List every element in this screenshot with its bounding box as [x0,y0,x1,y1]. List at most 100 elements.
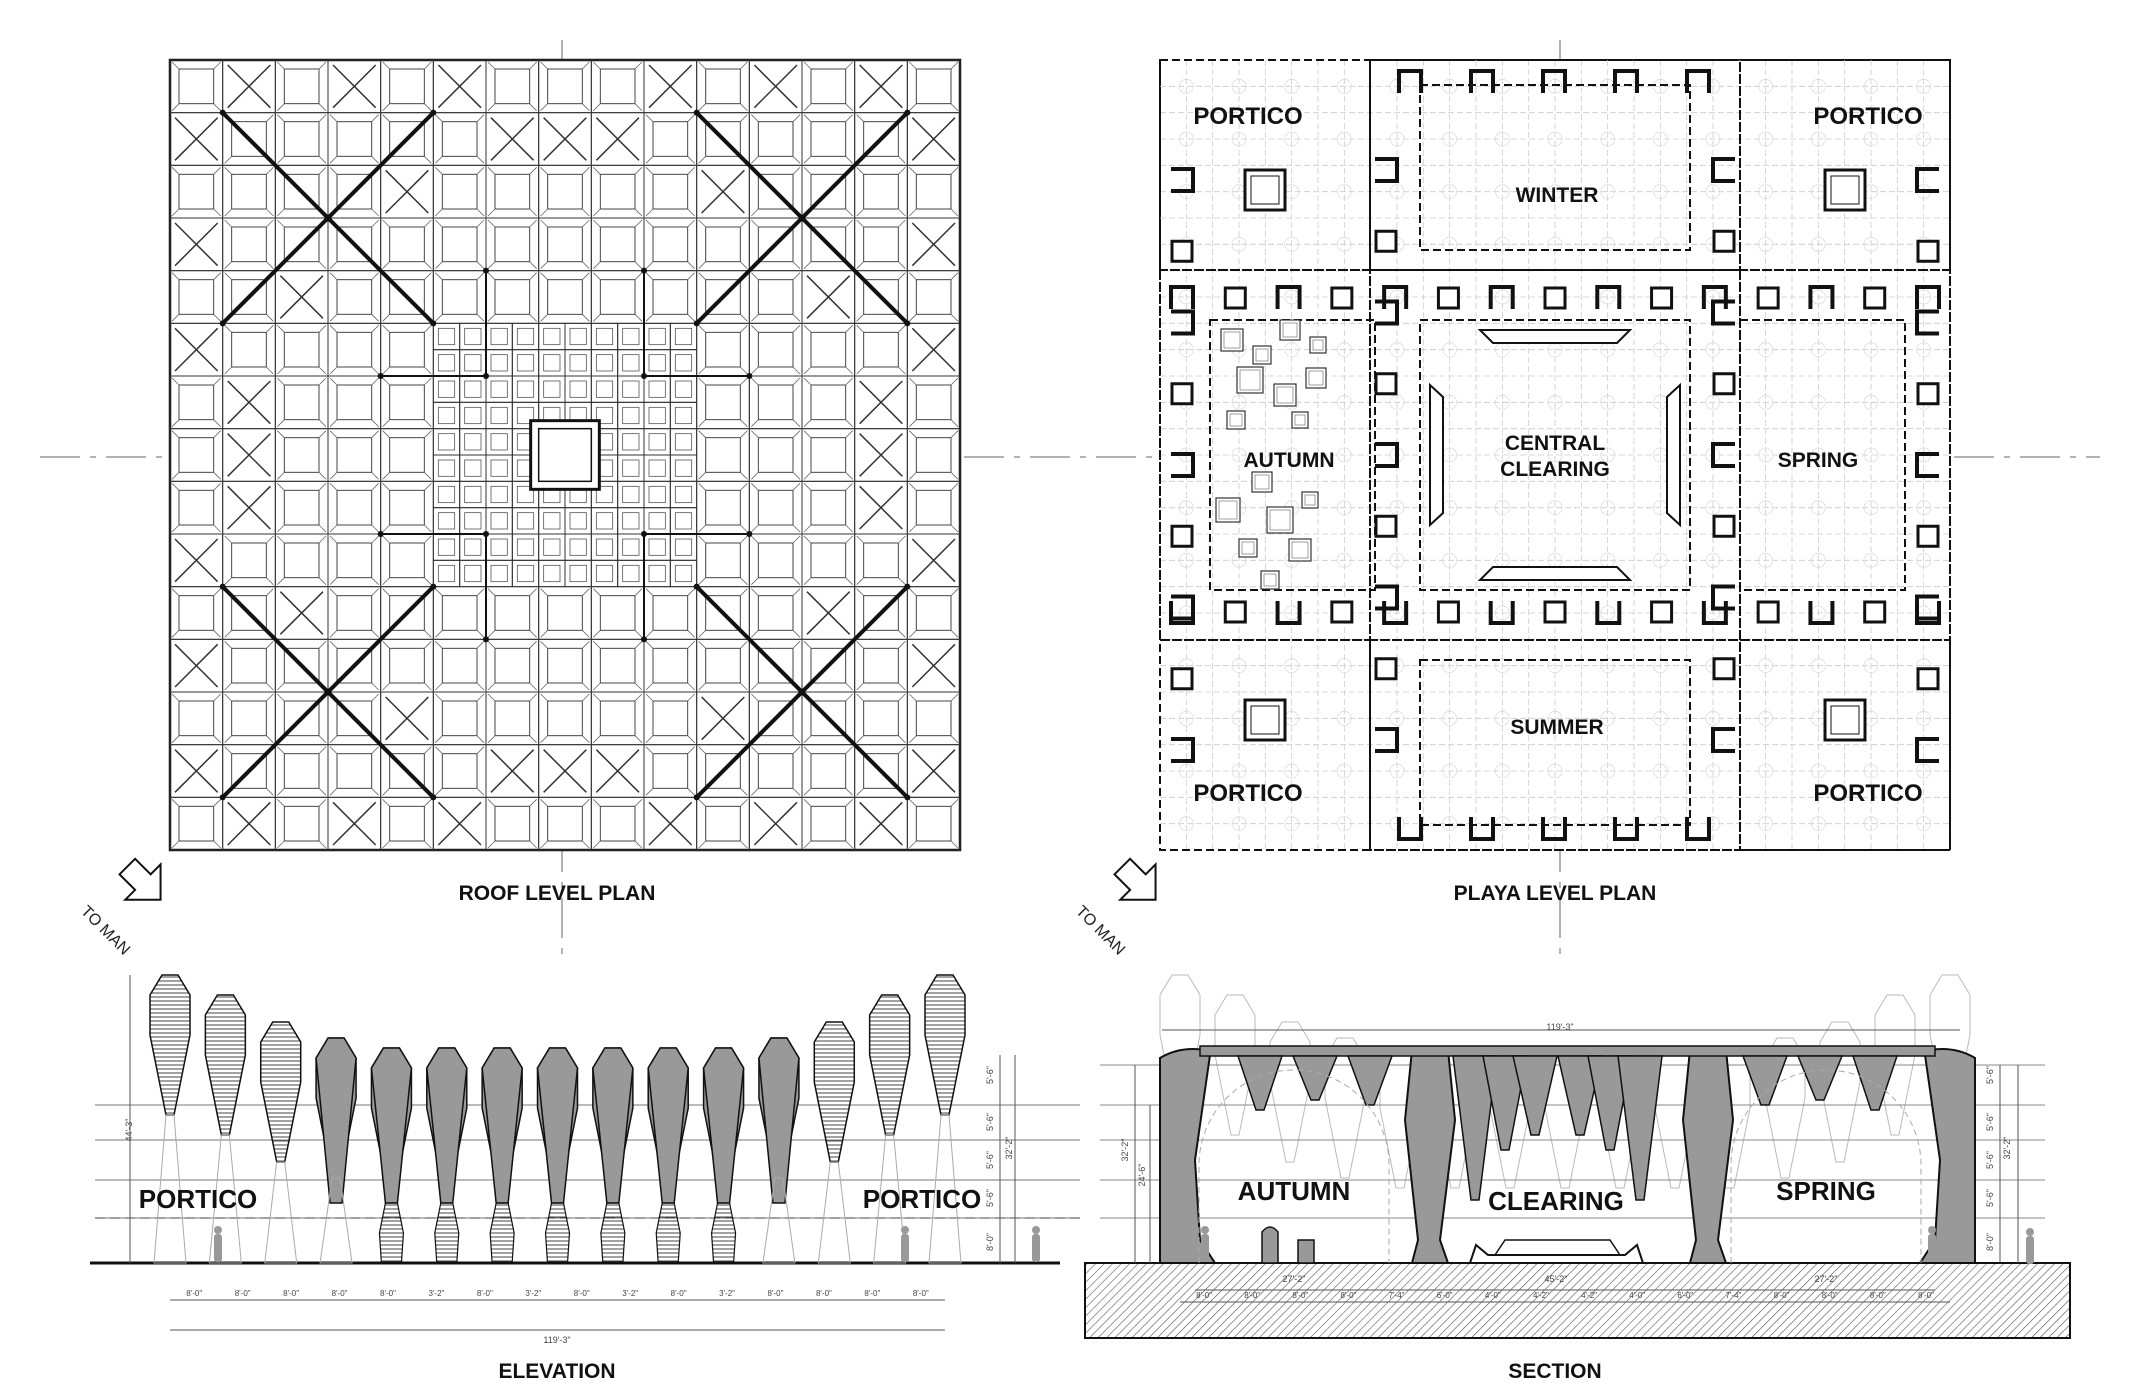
elevation-column-ghost [817,1161,851,1264]
roof-cell-bevel [645,114,654,122]
roof-center-cell-inner [464,327,482,346]
roof-cell-bevel [371,325,379,333]
section-bay-dim-text: 8'-0" [1244,1291,1260,1300]
elevation-bay-dim-text: 8'-0" [768,1289,784,1298]
roof-cell-bevel [529,219,537,228]
autumn-block-inner [1263,573,1277,587]
roof-cell-bevel [582,641,590,649]
roof-node [219,583,226,590]
roof-center-cell-inner [464,512,482,530]
roof-cell-bevel [856,114,864,122]
u-column-shape [1541,817,1567,841]
roof-cell-cross-b [595,117,640,161]
playa-column-marker [1171,452,1195,478]
roof-cell-bevel [898,746,906,754]
roof-cell-bevel [213,472,221,480]
section-hanging-cone [1346,1055,1394,1106]
roof-center-cell-inner [464,433,482,451]
autumn-block-inner [1282,322,1298,338]
roof-cell-bevel [645,314,654,322]
roof-cell-bevel [634,103,643,111]
roof-cell-inner [863,647,899,684]
roof-cell-bevel [371,430,379,438]
roof-cell-bevel [487,314,496,322]
playa-column-marker [1701,601,1728,625]
playa-column-marker [1375,584,1399,611]
roof-cell-bevel [424,430,432,438]
u-column-shape [1595,601,1622,625]
roof-center-cell-inner [622,459,640,477]
playa-grid-node [1810,763,1826,779]
roof-cell-bevel [792,641,801,649]
playa-grid-node [1442,184,1458,200]
section-ghost-column [1819,1021,1861,1163]
u-column-shape [1169,285,1195,309]
roof-cell-inner [441,753,478,789]
roof-cell-inner [441,226,478,263]
roof-cell-bevel [213,103,221,111]
roof-center-cell-inner [490,538,508,556]
roof-cell-inner [757,647,794,684]
playa-grid-node [1494,763,1510,779]
u-column-shape [1171,452,1195,478]
elevation-column-cone [868,994,911,1136]
playa-column-marker [1171,737,1195,763]
roof-cell-cross-b [279,591,324,635]
roof-cell-inner [283,173,320,210]
roof-cell-bevel [740,314,748,322]
roof-cell-inner [810,805,847,842]
roof-cell-bevel [856,788,864,796]
roof-cell-bevel [540,272,548,280]
u-column-shape [1808,285,1835,309]
elevation-column-cone [204,994,247,1136]
playa-grid-node [1494,236,1510,252]
playa-column-marker [1275,285,1302,309]
roof-cell-bevel [529,272,537,280]
roof-cell-bevel [318,261,327,269]
roof-cell-bevel [476,219,485,228]
roof-cell-bevel [645,630,654,638]
roof-cell-bevel [371,419,379,427]
north-arrow-left [118,857,162,901]
roof-cell-bevel [277,419,285,427]
roof-cell-bevel [856,535,864,544]
elevation-bay-dim-text: 8'-0" [477,1289,493,1298]
roof-cell-inner [283,647,320,684]
playa-column-square [1916,667,1940,691]
elevation-bay-dim-text: 8'-0" [864,1289,880,1298]
playa-column-square [1374,372,1398,396]
playa-grid-node [1705,552,1721,568]
section-tier-dim-text: 5'-6" [1985,1113,1995,1131]
section-clearing-bench-top [1494,1239,1621,1256]
roof-cell-bevel [329,524,338,533]
elevation-column-ghost [208,1134,242,1264]
playa-grid-node [1336,342,1352,358]
playa-grid-node [1705,131,1721,147]
roof-cell-bevel [318,419,327,427]
playa-column-marker [1375,727,1399,753]
roof-cell-bevel [371,588,379,596]
playa-grid-node [1600,605,1616,621]
roof-cell-inner [915,279,952,315]
roof-cell-bevel [751,630,759,638]
roof-cell-bevel [950,524,959,533]
roof-cell-bevel [856,577,864,585]
u-column-shape [1701,285,1728,309]
roof-cell-bevel [909,483,917,491]
roof-cell-bevel [540,208,548,217]
roof-cell-bevel [740,366,748,375]
roof-node [693,109,700,116]
roof-cell-bevel [751,524,759,533]
roof-cell-bevel [529,261,537,269]
roof-cell-inner [231,595,267,631]
playa-column-marker [1711,157,1735,183]
roof-cell-bevel [582,167,590,175]
roof-cell-bevel [845,61,853,70]
roof-cell-inner [547,805,583,842]
roof-cell-bevel [540,61,548,70]
roof-cell-bevel [329,314,338,322]
autumn-block [1305,367,1327,389]
roof-cell-bevel [487,219,496,228]
roof-cell-bevel [224,167,232,175]
roof-cell-inner [389,647,425,684]
